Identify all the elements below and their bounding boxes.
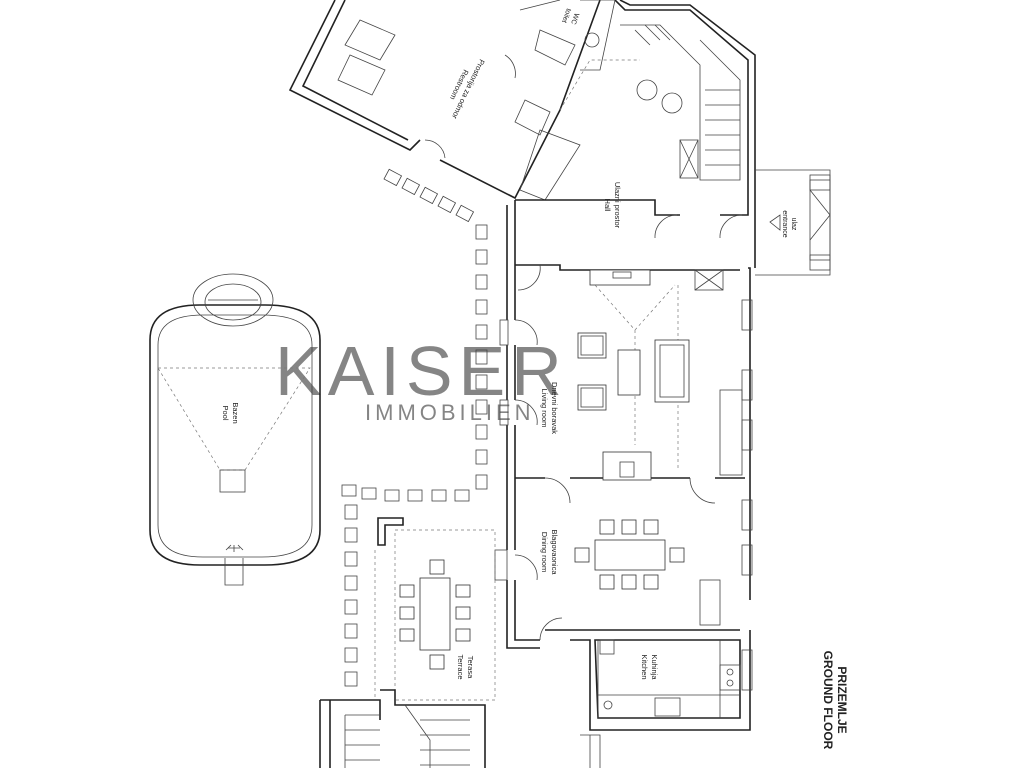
kitchen-label-local: Kuhinja [650,654,659,680]
living-label-en: Living room [540,389,549,428]
living-label-local: Dnevni boravak [550,382,559,434]
kitchen-label-en: Kitchen [640,654,649,679]
hall-label-en: Hall [603,199,612,212]
entrance-label-en: entrance [781,210,788,237]
pool-label-en: Pool [221,405,230,420]
hall-label-local: Ulazni prostor [613,182,622,229]
watermark: KAISER IMMOBILIEN [275,332,568,425]
hall-block [515,0,756,268]
terrace-label-local: Terasa [466,656,475,679]
pool-label-local: Bazen [231,402,240,423]
main-block [494,200,753,731]
floor-title: PRIZEMLJE GROUND FLOOR [821,651,849,750]
floor-title-local: PRIZEMLJE [835,666,849,733]
entrance-label-local: ulaz [790,218,797,231]
pool [149,273,321,586]
wc-label-en: toilet [560,7,572,23]
entrance-porch [755,169,831,276]
restroom-wing [288,0,616,201]
wc-label-local: WC [569,12,580,25]
watermark-brand: KAISER [275,332,568,410]
dining-label-en: Dining room [540,532,549,572]
stepping-stones [341,168,488,687]
dining-label-local: Blagovaonica [550,529,559,575]
floor-title-en: GROUND FLOOR [821,651,835,750]
watermark-sub: IMMOBILIEN [365,400,535,425]
terrace [319,517,601,768]
terrace-label-en: Terrace [456,654,465,679]
